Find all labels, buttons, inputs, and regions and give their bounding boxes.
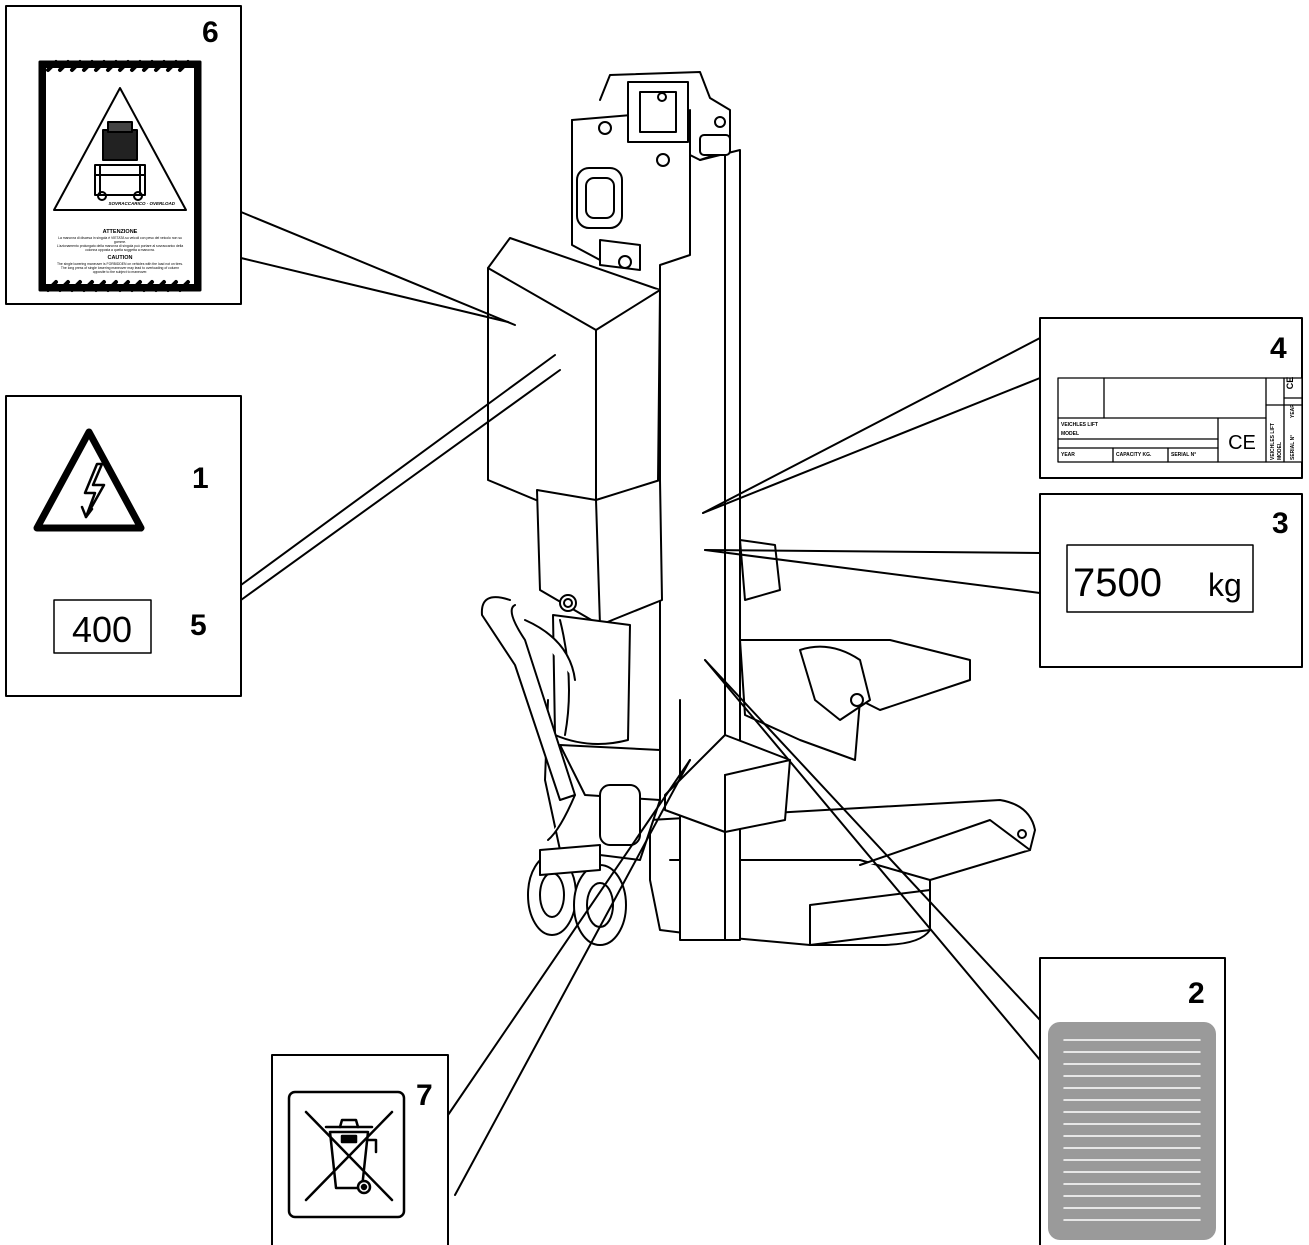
svg-text:ATTENZIONE: ATTENZIONE [103,229,138,235]
svg-text:colonna opposta a quella sogge: colonna opposta a quella soggetta a mano… [85,248,155,252]
svg-text:L'azionamento prolungato della: L'azionamento prolungato della manovra d… [57,244,183,248]
callout-3-capacity-label: 3 7500 kg [1039,493,1303,668]
callout-1-number: 1 [192,462,209,495]
svg-text:SERIAL N°: SERIAL N° [1290,435,1296,460]
leader-lines [240,211,1041,1196]
svg-text:SERIAL N°: SERIAL N° [1171,452,1196,458]
svg-text:YEAR: YEAR [1061,452,1075,458]
column-lift-illustration [480,71,1036,946]
overloaded-lift-icon [94,121,146,201]
callout-4-number: 4 [1270,332,1287,365]
callout-7-number: 7 [416,1079,433,1112]
svg-text:MODEL: MODEL [1061,431,1079,437]
callout-5-number: 5 [190,609,207,642]
overload-warning-triangle-icon [53,87,187,211]
svg-text:CE: CE [1285,377,1295,390]
svg-text:opposite to the subject to man: opposite to the subject to maneuver. [93,270,148,274]
high-voltage-warning-icon [33,428,145,532]
callout-2-instruction-plate: 2 [1039,957,1226,1245]
svg-text:VEICHLES LIFT: VEICHLES LIFT [1061,422,1098,428]
svg-text:SOVRACCARICO · OVERLOAD: SOVRACCARICO · OVERLOAD [108,201,175,206]
crossed-out-wheelie-bin-icon [304,1110,394,1202]
callout-2-number: 2 [1188,977,1205,1010]
voltage-value: 400 [72,609,132,650]
svg-text:MODEL: MODEL [1277,442,1283,460]
svg-text:La manovra di discesa in singo: La manovra di discesa in singola è VIETA… [58,236,182,240]
capacity-value: 7500 [1073,561,1162,605]
callout-6-number: 6 [202,16,219,49]
svg-text:VEICHLES LIFT: VEICHLES LIFT [1270,423,1276,460]
callout-1-5-electrical-labels: 1 400 5 [5,395,242,697]
callout-4-serial-plate: 4 VEICHLES LIFT MODEL YEAR CAPACITY KG. … [1039,317,1303,479]
svg-text:CAUTION: CAUTION [107,255,132,261]
ce-mark: CE [1228,432,1256,454]
svg-text:gomme.: gomme. [114,240,126,244]
callout-7-weee-label: 7 [271,1054,449,1245]
capacity-unit: kg [1208,567,1242,603]
callout-3-number: 3 [1272,507,1289,540]
hazard-stripe-border [40,62,200,290]
svg-text:CAPACITY KG.: CAPACITY KG. [1116,452,1152,458]
svg-text:The single lowering maneuver i: The single lowering maneuver is FORBIDDE… [57,262,183,266]
svg-text:YEAR: YEAR [1290,404,1296,418]
svg-text:The long press of single lower: The long press of single lowering maneuv… [61,266,179,270]
callout-6-overload-label: 6 SOVRACCARICO · OVERLOAD ATTENZIONE La … [5,5,242,305]
instruction-plate-lines [1063,1039,1201,1221]
